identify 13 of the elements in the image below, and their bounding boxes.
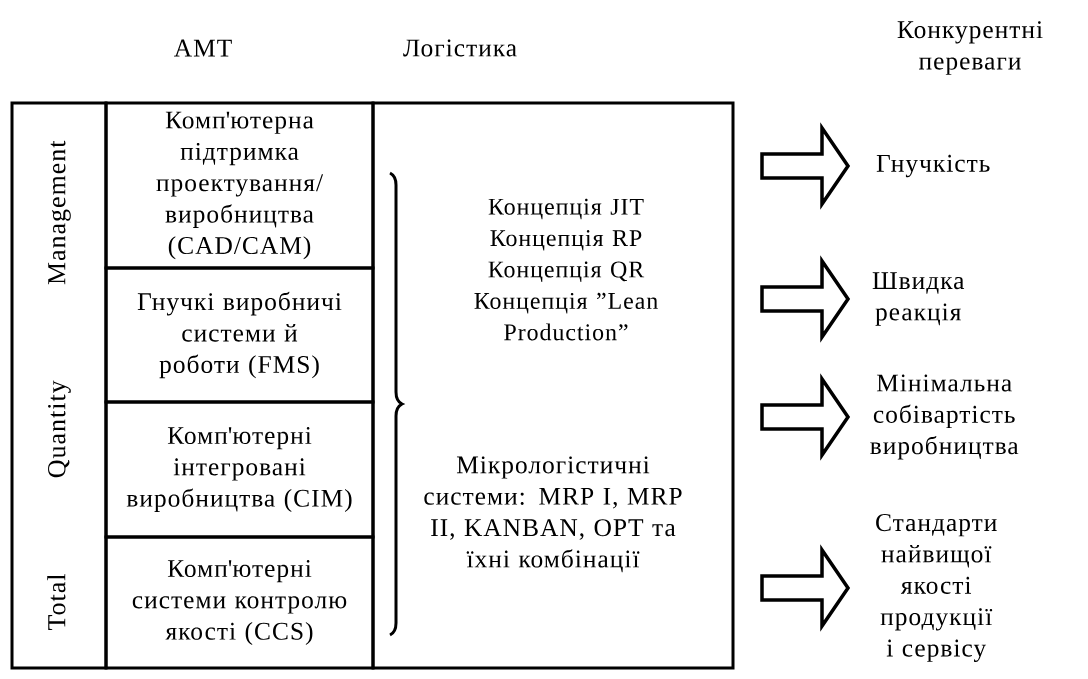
logistics-box: Концепція JIT Концепція RP Концепція QR Концепція ”Lean Production” Мікрологістичні системи: MRP I, MRP II, KANBAN, OPT та їхні комбінації bbox=[371, 101, 735, 670]
column-heading: Логістика bbox=[403, 39, 517, 57]
column-heading: Конкурентні переваги bbox=[897, 21, 1043, 75]
advantage-text: Гнучкість bbox=[876, 154, 990, 178]
table-cell: Комп'ютерні системи контролю якості (CCS) bbox=[104, 535, 375, 670]
table-cell: Гнучкі виробничі системи й роботи (FMS) bbox=[104, 266, 375, 404]
advantage-text: Стандарти найвищої якості продукції і сервісу bbox=[876, 514, 997, 662]
table-cell: Комп'ютерні інтегровані виробництва (CIM) bbox=[104, 400, 375, 539]
column-heading: AMT bbox=[174, 39, 232, 57]
table-cell: Комп'ютерна підтримка проектування/ виробництва (CAD/CAM) bbox=[104, 101, 375, 270]
advantage-text: Мінімальна собівартість виробництва bbox=[870, 374, 1019, 460]
side-band: Total Quantity Management bbox=[10, 101, 108, 670]
advantage-text: Швидка реакція bbox=[872, 272, 965, 326]
